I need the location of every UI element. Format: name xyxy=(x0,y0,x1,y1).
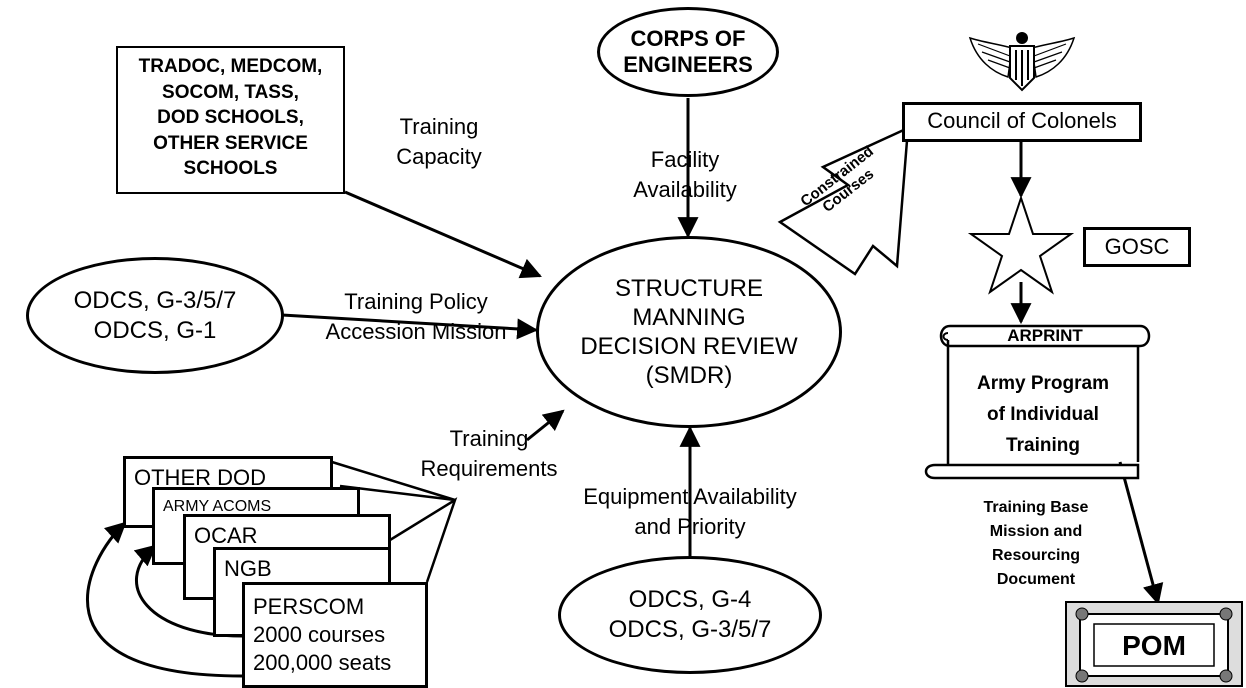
arrow-training-requirements xyxy=(526,409,565,442)
odcs-bottom-ellipse: ODCS, G-4 ODCS, G-3/5/7 xyxy=(558,556,822,674)
odcs-bottom-line2: ODCS, G-3/5/7 xyxy=(608,616,772,643)
odcs-left-ellipse: ODCS, G-3/5/7 ODCS, G-1 xyxy=(26,257,284,374)
equipment-label: Equipment Availability and Priority xyxy=(583,484,797,539)
arrow-training-policy xyxy=(281,313,539,340)
gosc-label: GOSC xyxy=(1104,234,1170,259)
facility-availability-label: Facility Availability xyxy=(633,147,737,202)
arrow-arprint-to-pom xyxy=(1118,461,1164,606)
odcs-bottom-line1: ODCS, G-4 xyxy=(628,586,752,613)
fan-lines-2 xyxy=(389,497,458,583)
odcs-left-line2: ODCS, G-1 xyxy=(93,316,217,344)
training-base-label: Training Base Mission and Resourcing Doc… xyxy=(983,499,1089,588)
feedback-arrow-inner xyxy=(133,544,243,638)
arrow-training-capacity xyxy=(344,190,542,279)
smdr-line1: STRUCTURE xyxy=(614,275,763,302)
gosc-star-icon xyxy=(967,194,1075,295)
corps-of-engineers-ellipse: CORPS OF ENGINEERS xyxy=(597,7,779,97)
smdr-line4: (SMDR) xyxy=(645,362,733,389)
smdr-line2: MANNING xyxy=(632,304,746,331)
corps-label-line2: ENGINEERS xyxy=(623,52,753,77)
arprint-label: ARPRINT xyxy=(1007,326,1083,345)
feedback-arrow-outer xyxy=(86,521,243,678)
schools-label: TRADOC, MEDCOM, SOCOM, TASS, DOD SCHOOLS… xyxy=(138,56,323,179)
arprint-body: Army Program of Individual Training xyxy=(977,373,1109,456)
training-capacity-label: Training Capacity xyxy=(396,114,482,169)
eagle-seal-icon xyxy=(968,32,1076,92)
perscom-doc: PERSCOM 2000 courses 200,000 seats xyxy=(242,582,428,688)
training-policy-label: Training Policy Accession Mission xyxy=(325,289,507,344)
smdr-ellipse: STRUCTURE MANNING DECISION REVIEW (SMDR) xyxy=(536,236,842,428)
council-of-colonels-box xyxy=(902,102,1142,142)
pom-certificate-icon xyxy=(1065,601,1243,687)
smdr-line3: DECISION REVIEW xyxy=(580,333,798,360)
gosc-box xyxy=(1083,227,1191,267)
training-requirements-label: Training Requirements xyxy=(420,426,558,481)
corps-label-line1: CORPS OF xyxy=(630,26,746,51)
constrained-courses-arrow xyxy=(777,125,910,276)
pom-label: POM xyxy=(1122,630,1186,661)
council-label: Council of Colonels xyxy=(927,108,1117,133)
odcs-left-line1: ODCS, G-3/5/7 xyxy=(73,286,237,314)
arprint-scroll-icon xyxy=(924,324,1151,480)
schools-box xyxy=(116,46,345,194)
